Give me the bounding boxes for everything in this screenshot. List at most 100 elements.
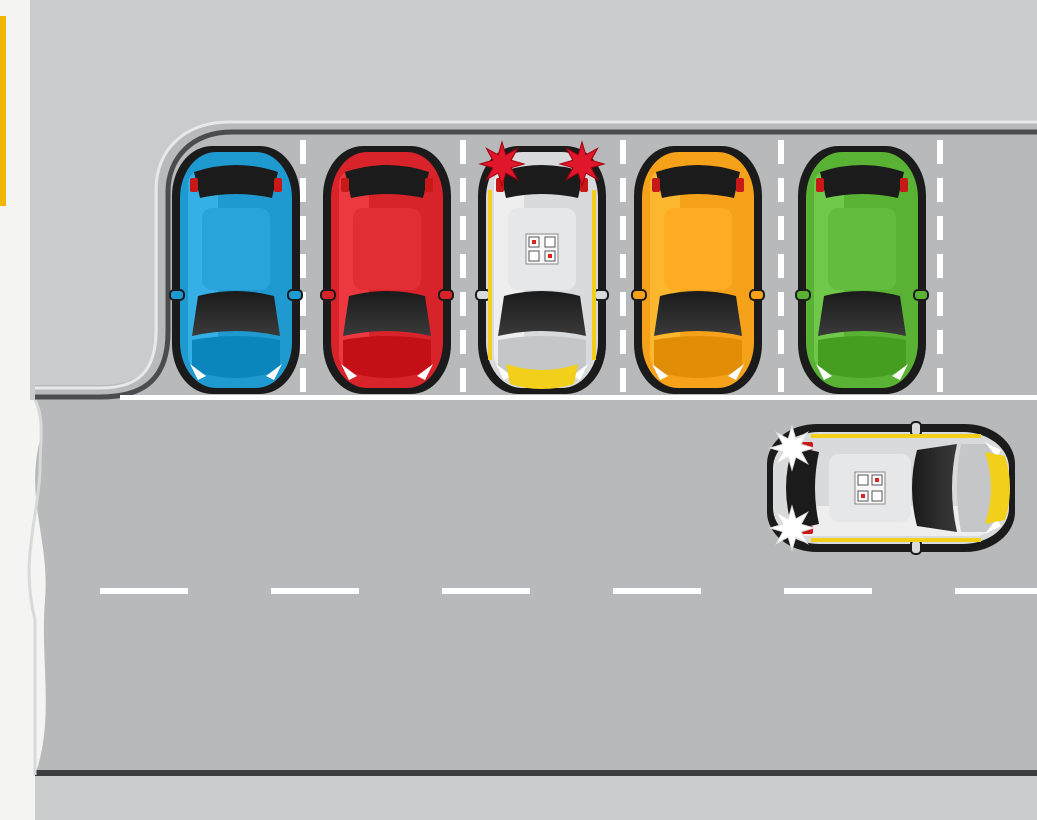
learner-plate-icon <box>855 472 885 504</box>
bay-divider-dash <box>300 216 306 240</box>
bay-divider-dash <box>300 368 306 392</box>
side-mirror-left <box>476 290 490 300</box>
windscreen <box>818 291 906 336</box>
side-mirror-right <box>750 290 764 300</box>
windscreen <box>192 291 280 336</box>
bay-divider-dash <box>460 216 466 240</box>
bay-divider-dash <box>620 140 626 164</box>
hazard-light-icon <box>770 506 814 550</box>
side-stripe <box>592 190 596 360</box>
car-roof <box>664 208 732 290</box>
side-mirror-right <box>914 290 928 300</box>
tail-light <box>341 178 349 192</box>
bay-divider-dash <box>460 330 466 354</box>
bay-divider-dash <box>778 254 784 278</box>
parked-car-orange <box>632 146 764 394</box>
side-mirror-right <box>288 290 302 300</box>
bay-divider-dash <box>937 330 943 354</box>
car-bonnet <box>192 336 280 378</box>
bay-divider-dash <box>460 368 466 392</box>
side-mirror-right <box>439 290 453 300</box>
moving-car-learner <box>767 422 1015 554</box>
hazard-light-icon <box>480 142 524 186</box>
parked-car-learner <box>476 142 608 394</box>
bay-divider-dash <box>778 216 784 240</box>
parked-car-blue <box>170 146 302 394</box>
bay-divider-dash <box>778 140 784 164</box>
bay-divider-dash <box>778 292 784 316</box>
moving-car <box>767 422 1015 554</box>
center-line-dash <box>784 588 872 594</box>
side-mirror-left <box>911 540 921 554</box>
bay-divider-dash <box>300 330 306 354</box>
rear-window <box>345 165 429 198</box>
bay-divider-dash <box>300 140 306 164</box>
side-mirror-left <box>796 290 810 300</box>
rear-window <box>194 165 278 198</box>
bay-divider-dash <box>778 178 784 202</box>
bay-divider-dash <box>937 140 943 164</box>
side-stripe <box>811 434 981 438</box>
bay-divider-dash <box>937 368 943 392</box>
center-line-dash <box>271 588 359 594</box>
learner-plate-icon <box>526 234 558 264</box>
bay-divider-dash <box>778 368 784 392</box>
bay-divider-dash <box>937 292 943 316</box>
parked-car-red <box>321 146 453 394</box>
windscreen <box>654 291 742 336</box>
bay-divider-dash <box>460 292 466 316</box>
hazard-light-icon <box>770 426 814 470</box>
bay-divider-dash <box>300 178 306 202</box>
hazard-light-icon <box>560 142 604 186</box>
parked-car-green <box>796 146 928 394</box>
car-roof <box>353 208 421 290</box>
side-mirror-left <box>321 290 335 300</box>
side-mirror-left <box>170 290 184 300</box>
center-line-dash <box>100 588 188 594</box>
bay-divider-dash <box>620 330 626 354</box>
car-bonnet <box>818 336 906 378</box>
bottom-curb <box>35 770 1037 776</box>
side-mirror-left <box>632 290 646 300</box>
side-mirror-right <box>594 290 608 300</box>
tail-light <box>425 178 433 192</box>
center-line-dash <box>955 588 1037 594</box>
tail-light <box>816 178 824 192</box>
bay-divider-dash <box>937 178 943 202</box>
rear-window <box>656 165 740 198</box>
side-mirror-right <box>911 422 921 436</box>
bay-divider-dash <box>620 292 626 316</box>
windscreen <box>343 291 431 336</box>
bay-divider-dash <box>620 368 626 392</box>
bay-divider-dash <box>460 140 466 164</box>
car-roof <box>828 208 896 290</box>
bay-divider-dash <box>300 254 306 278</box>
bottom-sidewalk <box>35 776 1037 820</box>
car-bonnet <box>343 336 431 378</box>
windscreen <box>912 444 957 532</box>
bay-baseline <box>120 395 1037 400</box>
rear-window <box>820 165 904 198</box>
bay-divider-dash <box>620 216 626 240</box>
center-line-dash <box>442 588 530 594</box>
bay-divider-dash <box>937 254 943 278</box>
car-bonnet <box>654 336 742 378</box>
bay-divider-dash <box>620 254 626 278</box>
side-stripe <box>488 190 492 360</box>
bay-divider-dash <box>460 178 466 202</box>
bay-divider-dash <box>460 254 466 278</box>
windscreen <box>498 291 586 336</box>
road-left-edge <box>29 400 41 775</box>
bay-divider-dash <box>620 178 626 202</box>
car-roof <box>202 208 270 290</box>
tail-light <box>190 178 198 192</box>
tail-light <box>274 178 282 192</box>
tail-light <box>652 178 660 192</box>
parked-cars <box>170 142 928 394</box>
bay-divider-dash <box>778 330 784 354</box>
tail-light <box>736 178 744 192</box>
bay-divider-dash <box>937 216 943 240</box>
side-stripe <box>811 538 981 542</box>
tail-light <box>900 178 908 192</box>
